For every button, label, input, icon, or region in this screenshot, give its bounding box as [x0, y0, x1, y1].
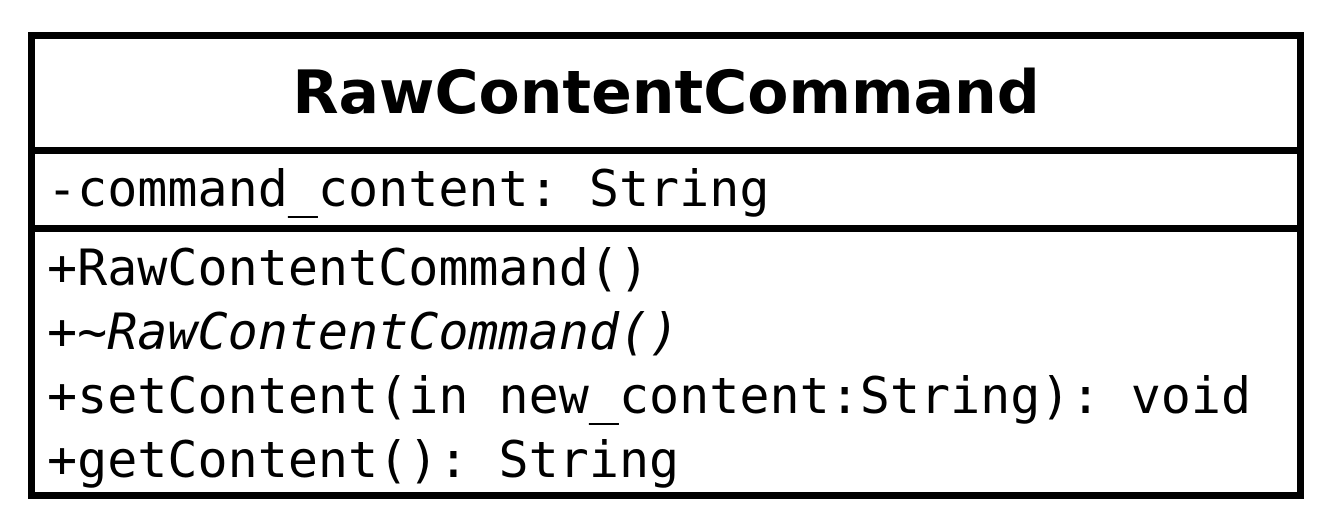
operations-compartment: +RawContentCommand() +~RawContentCommand… [35, 232, 1297, 492]
operation-set-content: +setContent(in new_content:String): void [47, 367, 1252, 425]
operation-constructor: +RawContentCommand() [47, 239, 650, 297]
attributes-compartment: -command_content: String [35, 154, 1297, 225]
attribute-command-content: -command_content: String [47, 160, 770, 219]
operation-destructor: +~RawContentCommand() [47, 303, 680, 361]
attributes-operations-divider [35, 225, 1297, 232]
operation-get-content: +getContent(): String [47, 431, 680, 489]
uml-class-box: RawContentCommand -command_content: Stri… [28, 32, 1304, 499]
class-name: RawContentCommand [292, 57, 1040, 128]
name-attributes-divider [35, 146, 1297, 154]
